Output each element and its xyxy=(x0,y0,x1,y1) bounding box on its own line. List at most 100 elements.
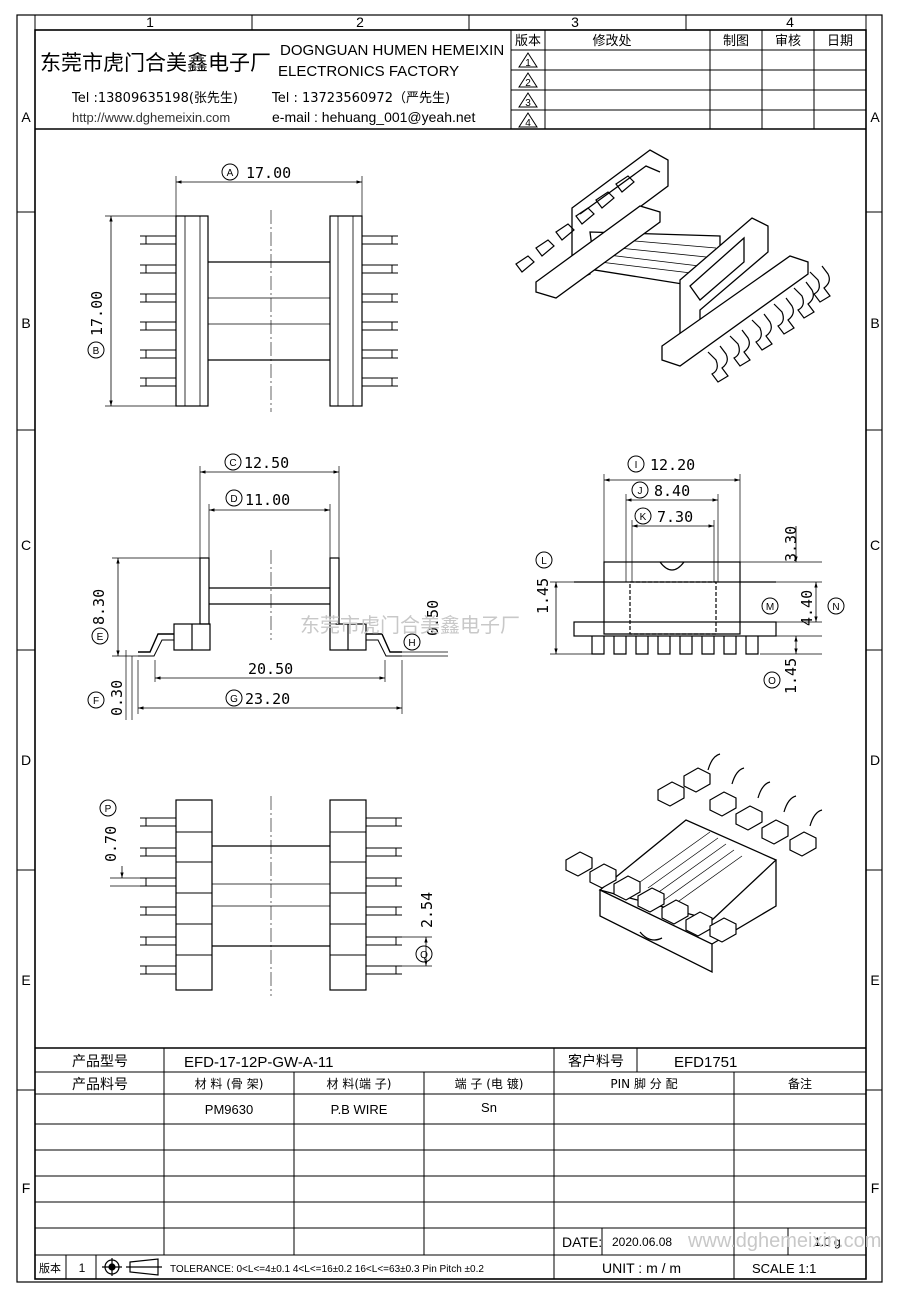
svg-text:D: D xyxy=(230,494,237,505)
column-marker-1: 1 xyxy=(146,14,154,30)
rev-header-drawn: 制图 xyxy=(723,34,749,49)
dim-label-l: L 1.45 xyxy=(534,551,553,614)
svg-text:4.40: 4.40 xyxy=(798,590,816,626)
svg-text:8.40: 8.40 xyxy=(654,482,690,500)
svg-text:E: E xyxy=(97,632,104,643)
watermark-url: www.dghemeixin.com xyxy=(687,1230,881,1252)
dim-label-q: Q 2.54 xyxy=(415,892,436,963)
dim-label-a: A 17.00 xyxy=(221,163,291,182)
version-value: 1 xyxy=(79,1261,86,1275)
svg-text:17.00: 17.00 xyxy=(88,291,106,336)
svg-text:7.30: 7.30 xyxy=(657,508,693,526)
row-marker-c-right: C xyxy=(870,537,880,553)
column-marker-4: 4 xyxy=(786,14,794,30)
revision-number: 2 xyxy=(525,78,531,89)
model-value: EFD-17-12P-GW-A-11 xyxy=(184,1054,333,1071)
company-header: 东莞市虎门合美鑫电子厂 DOGNGUAN HUMEN HEMEIXIN ELEC… xyxy=(40,42,504,125)
column-marker-3: 3 xyxy=(571,14,579,30)
version-label: 版本 xyxy=(39,1261,61,1275)
rev-header-version: 版本 xyxy=(515,34,541,49)
rev-header-date: 日期 xyxy=(827,34,853,49)
revision-triangles xyxy=(518,52,538,128)
dim-label-top-height: 3.30 xyxy=(782,526,800,562)
bottom-view xyxy=(110,796,432,996)
company-name-cn: 东莞市虎门合美鑫电子厂 xyxy=(40,51,271,75)
col-plating-header: 端 子 (电 镀) xyxy=(455,1077,524,1091)
column-markers: 1 2 3 4 xyxy=(146,14,794,30)
dim-label-m: M xyxy=(761,597,779,615)
spec-table-text: 产品型号 EFD-17-12P-GW-A-11 客户料号 EFD1751 产品料… xyxy=(39,1053,881,1276)
svg-text:1.45: 1.45 xyxy=(534,578,552,614)
row-marker-c-left: C xyxy=(21,537,31,553)
company-tel-2: Tel : 13723560972（严先生) xyxy=(271,91,450,106)
bobbin-value: PM9630 xyxy=(205,1102,253,1117)
watermark-company: 东莞市虎门合美鑫电子厂 xyxy=(300,613,520,637)
row-marker-b-left: B xyxy=(21,315,30,331)
row-marker-f-right: F xyxy=(871,1180,880,1196)
svg-text:I: I xyxy=(635,460,638,471)
revision-number: 1 xyxy=(525,58,531,69)
company-website: http://www.dghemeixin.com xyxy=(72,110,230,125)
svg-text:0.70: 0.70 xyxy=(102,826,120,862)
row-marker-e-left: E xyxy=(21,972,30,988)
isometric-view-bottom xyxy=(565,753,823,974)
svg-text:P: P xyxy=(105,804,112,815)
svg-text:O: O xyxy=(768,676,776,687)
side-view xyxy=(550,474,822,655)
company-tel-1: Tel :13809635198(张先生) xyxy=(71,91,238,106)
revision-number: 4 xyxy=(525,118,531,129)
dim-label-g: G 23.20 xyxy=(225,689,290,708)
revision-table-headers: 版本 修改处 制图 审核 日期 xyxy=(515,34,853,49)
svg-text:0.50: 0.50 xyxy=(424,600,442,636)
svg-text:H: H xyxy=(408,638,415,649)
row-markers: A B C D E F A B C D E F xyxy=(21,109,880,1196)
svg-text:23.20: 23.20 xyxy=(245,690,290,708)
tolerance-text: TOLERANCE: 0<L<=4±0.1 4<L<=16±0.2 16<L<=… xyxy=(170,1264,484,1275)
svg-text:3.30: 3.30 xyxy=(782,526,800,562)
row-marker-a-right: A xyxy=(870,109,880,125)
company-email: e-mail : hehuang_001@yeah.net xyxy=(272,109,475,125)
dim-label-e: E 8.30 xyxy=(90,589,109,645)
rev-header-change: 修改处 xyxy=(592,34,631,49)
svg-text:C: C xyxy=(229,458,236,469)
customer-value: EFD1751 xyxy=(674,1054,737,1071)
row-marker-d-left: D xyxy=(21,752,31,768)
date-value: 2020.06.08 xyxy=(612,1235,672,1249)
weight-value: 1.0 g xyxy=(814,1235,841,1249)
svg-text:M: M xyxy=(766,602,774,613)
date-label: DATE: xyxy=(562,1234,602,1250)
terminal-value: P.B WIRE xyxy=(331,1102,388,1117)
company-name-en-2: ELECTRONICS FACTORY xyxy=(278,63,459,80)
front-view xyxy=(112,466,448,720)
model-label: 产品型号 xyxy=(72,1054,128,1070)
dim-label-h: H 0.50 xyxy=(403,600,442,651)
svg-text:12.50: 12.50 xyxy=(244,454,289,472)
svg-text:Q: Q xyxy=(420,950,428,961)
svg-text:8.30: 8.30 xyxy=(90,589,108,625)
col-pin-header: PIN 脚 分 配 xyxy=(610,1076,677,1091)
svg-text:12.20: 12.20 xyxy=(650,456,695,474)
svg-text:A: A xyxy=(227,168,234,179)
svg-text:0.30: 0.30 xyxy=(108,680,126,716)
customer-label: 客户料号 xyxy=(568,1053,624,1070)
company-name-en-1: DOGNGUAN HUMEN HEMEIXIN xyxy=(280,42,504,59)
row-marker-d-right: D xyxy=(870,752,880,768)
col-terminal-header: 材 料(端 子) xyxy=(327,1077,392,1091)
dim-label-pin-span: 20.50 xyxy=(248,660,293,678)
rev-header-checked: 审核 xyxy=(775,34,801,49)
row-marker-e-right: E xyxy=(870,972,879,988)
dim-label-f: F 0.30 xyxy=(87,680,126,716)
column-marker-2: 2 xyxy=(356,14,364,30)
svg-text:2.54: 2.54 xyxy=(418,892,436,928)
revision-triangle-icon xyxy=(518,72,538,88)
svg-text:L: L xyxy=(541,556,547,567)
dim-label-j: J 8.40 xyxy=(631,481,690,500)
scale-text: SCALE 1:1 xyxy=(752,1261,816,1276)
svg-text:20.50: 20.50 xyxy=(248,660,293,678)
revision-triangle-icon xyxy=(518,112,538,128)
projection-symbol-icon xyxy=(102,1258,162,1276)
top-view xyxy=(105,176,398,412)
svg-text:B: B xyxy=(93,346,100,357)
spec-table xyxy=(35,1047,866,1279)
